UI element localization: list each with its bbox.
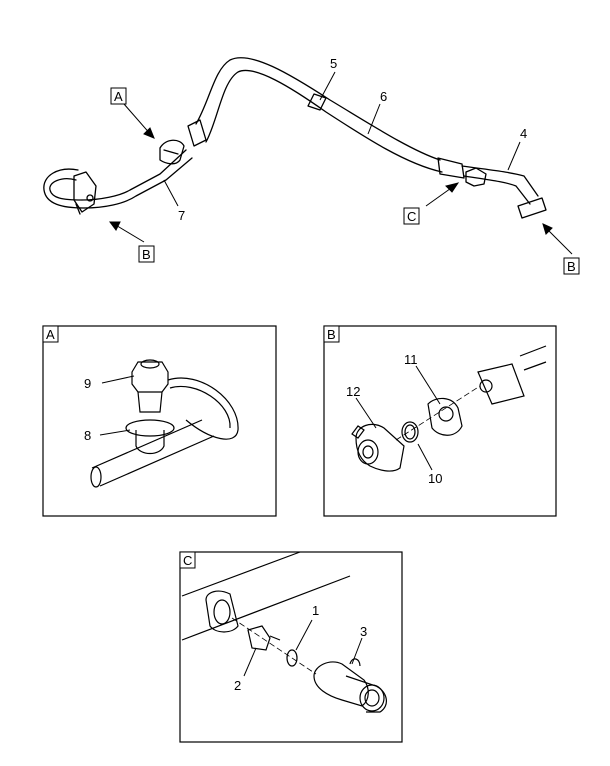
fitting-a (159, 139, 185, 165)
left-end-fitting (73, 171, 97, 213)
callout-3: 3 (360, 624, 367, 639)
callout-7: 7 (178, 208, 185, 223)
left-pipe-loop (49, 178, 83, 201)
svg-text:C: C (183, 553, 192, 568)
svg-text:A: A (46, 327, 55, 342)
detail-panel-b: B 11 12 10 (323, 325, 557, 517)
svg-text:B: B (327, 327, 336, 342)
svg-text:C: C (407, 209, 416, 224)
view-ref-b-right: B (563, 257, 580, 275)
callout-5: 5 (330, 56, 337, 71)
detail-panel-a: A 9 8 (42, 325, 277, 517)
callout-8: 8 (84, 428, 91, 443)
svg-text:A: A (114, 89, 123, 104)
view-arrows (109, 103, 573, 255)
callout-1: 1 (312, 603, 319, 618)
right-end-fitting (517, 197, 547, 219)
callout-4: 4 (520, 126, 527, 141)
svg-text:B: B (567, 259, 576, 274)
view-ref-b-left: B (138, 245, 155, 263)
callout-10: 10 (428, 471, 442, 486)
callout-2: 2 (234, 678, 241, 693)
hose-assembly (43, 57, 547, 219)
callout-9: 9 (84, 376, 91, 391)
callout-11: 11 (404, 352, 418, 367)
right-pipe (461, 165, 539, 197)
detail-panel-c: C 1 2 3 (179, 551, 403, 743)
svg-text:B: B (142, 247, 151, 262)
view-ref-c: C (403, 207, 420, 225)
callout-6: 6 (380, 89, 387, 104)
callout-12: 12 (346, 384, 360, 399)
main-leaders (163, 71, 521, 207)
main-hose (195, 57, 441, 161)
view-ref-a: A (110, 87, 127, 105)
